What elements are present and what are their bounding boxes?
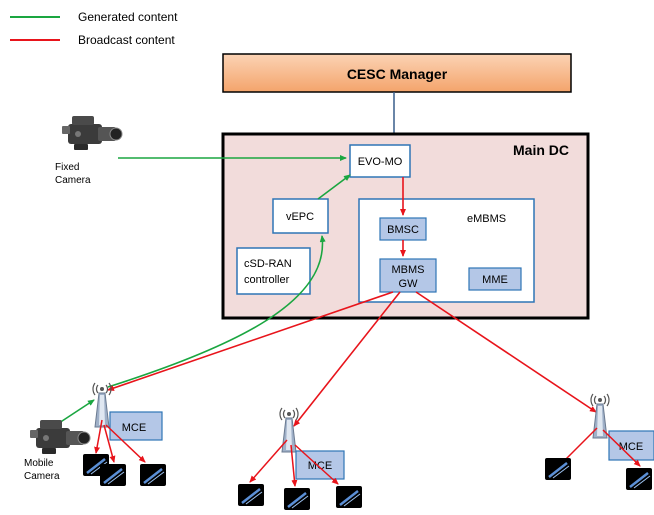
mce1-to-phone-a-arrow bbox=[94, 419, 103, 454]
vepc-to-evo-arrow bbox=[317, 174, 351, 200]
mce-2-label: MCE bbox=[308, 460, 332, 472]
phone-1b-icon bbox=[98, 462, 128, 488]
gw-to-mce2-arrow bbox=[293, 291, 401, 427]
evo-mo-label: EVO-MO bbox=[358, 156, 403, 168]
mce2-to-phone-a-arrow bbox=[249, 439, 288, 483]
phone-2c-icon bbox=[334, 484, 364, 510]
phone-2a-icon bbox=[236, 482, 266, 508]
gw-to-mce1-arrow bbox=[107, 291, 394, 391]
mbms-gw-label-line1: MBMS bbox=[392, 264, 425, 276]
fixed-camera-icon bbox=[61, 115, 123, 151]
mce3-to-phone-b-arrow bbox=[602, 429, 641, 467]
mce-2-box bbox=[295, 450, 345, 480]
phone-3b-icon bbox=[624, 466, 654, 492]
mobile-camera-icon bbox=[29, 419, 91, 455]
legend-generated-label: Generated content bbox=[78, 10, 178, 24]
mbms-gw-box bbox=[379, 258, 437, 293]
mobile-camera-to-mce1-arrow bbox=[55, 399, 95, 426]
phone-2b-icon bbox=[282, 486, 312, 512]
csdran-label-line2: controller bbox=[244, 274, 290, 286]
csdran-label-line1: cSD-RAN bbox=[244, 258, 292, 270]
fixed-camera-label-line2: Camera bbox=[55, 175, 91, 186]
mce2-to-phone-b-arrow bbox=[290, 444, 298, 487]
main-dc-label: Main DC bbox=[513, 142, 569, 158]
mme-box bbox=[468, 267, 522, 291]
mce-3-label: MCE bbox=[619, 441, 643, 453]
gw-to-mce3-arrow bbox=[415, 291, 597, 413]
csdran-box bbox=[236, 247, 311, 295]
legend-broadcast-label: Broadcast content bbox=[78, 33, 175, 47]
mce-1-label: MCE bbox=[122, 422, 146, 434]
mobile-camera-label-line2: Camera bbox=[24, 471, 60, 482]
vepc-box bbox=[272, 198, 329, 234]
bmsc-label: BMSC bbox=[387, 224, 419, 236]
mce-3-box bbox=[608, 430, 654, 461]
embms-label: eMBMS bbox=[467, 213, 506, 225]
mce-1-box bbox=[109, 411, 163, 441]
mbms-gw-label-line2: GW bbox=[399, 278, 419, 290]
mce2-to-phone-c-arrow bbox=[294, 444, 339, 485]
mme-label: MME bbox=[482, 274, 508, 286]
phone-3a-icon bbox=[543, 456, 573, 482]
evo-mo-box bbox=[349, 144, 411, 178]
cesc-manager-box bbox=[222, 53, 572, 93]
mobile-camera-label-line1: Mobile bbox=[24, 458, 54, 469]
mce1-to-phone-b-arrow bbox=[103, 424, 116, 463]
mce1-to-phone-c-arrow bbox=[105, 424, 146, 463]
phone-1c-icon bbox=[138, 462, 168, 488]
vepc-label: vEPC bbox=[286, 211, 314, 223]
fixed-camera-label-line1: Fixed bbox=[55, 162, 79, 173]
cesc-manager-label: CESC Manager bbox=[347, 66, 448, 82]
mce1-to-vepc-arrow bbox=[107, 235, 326, 388]
